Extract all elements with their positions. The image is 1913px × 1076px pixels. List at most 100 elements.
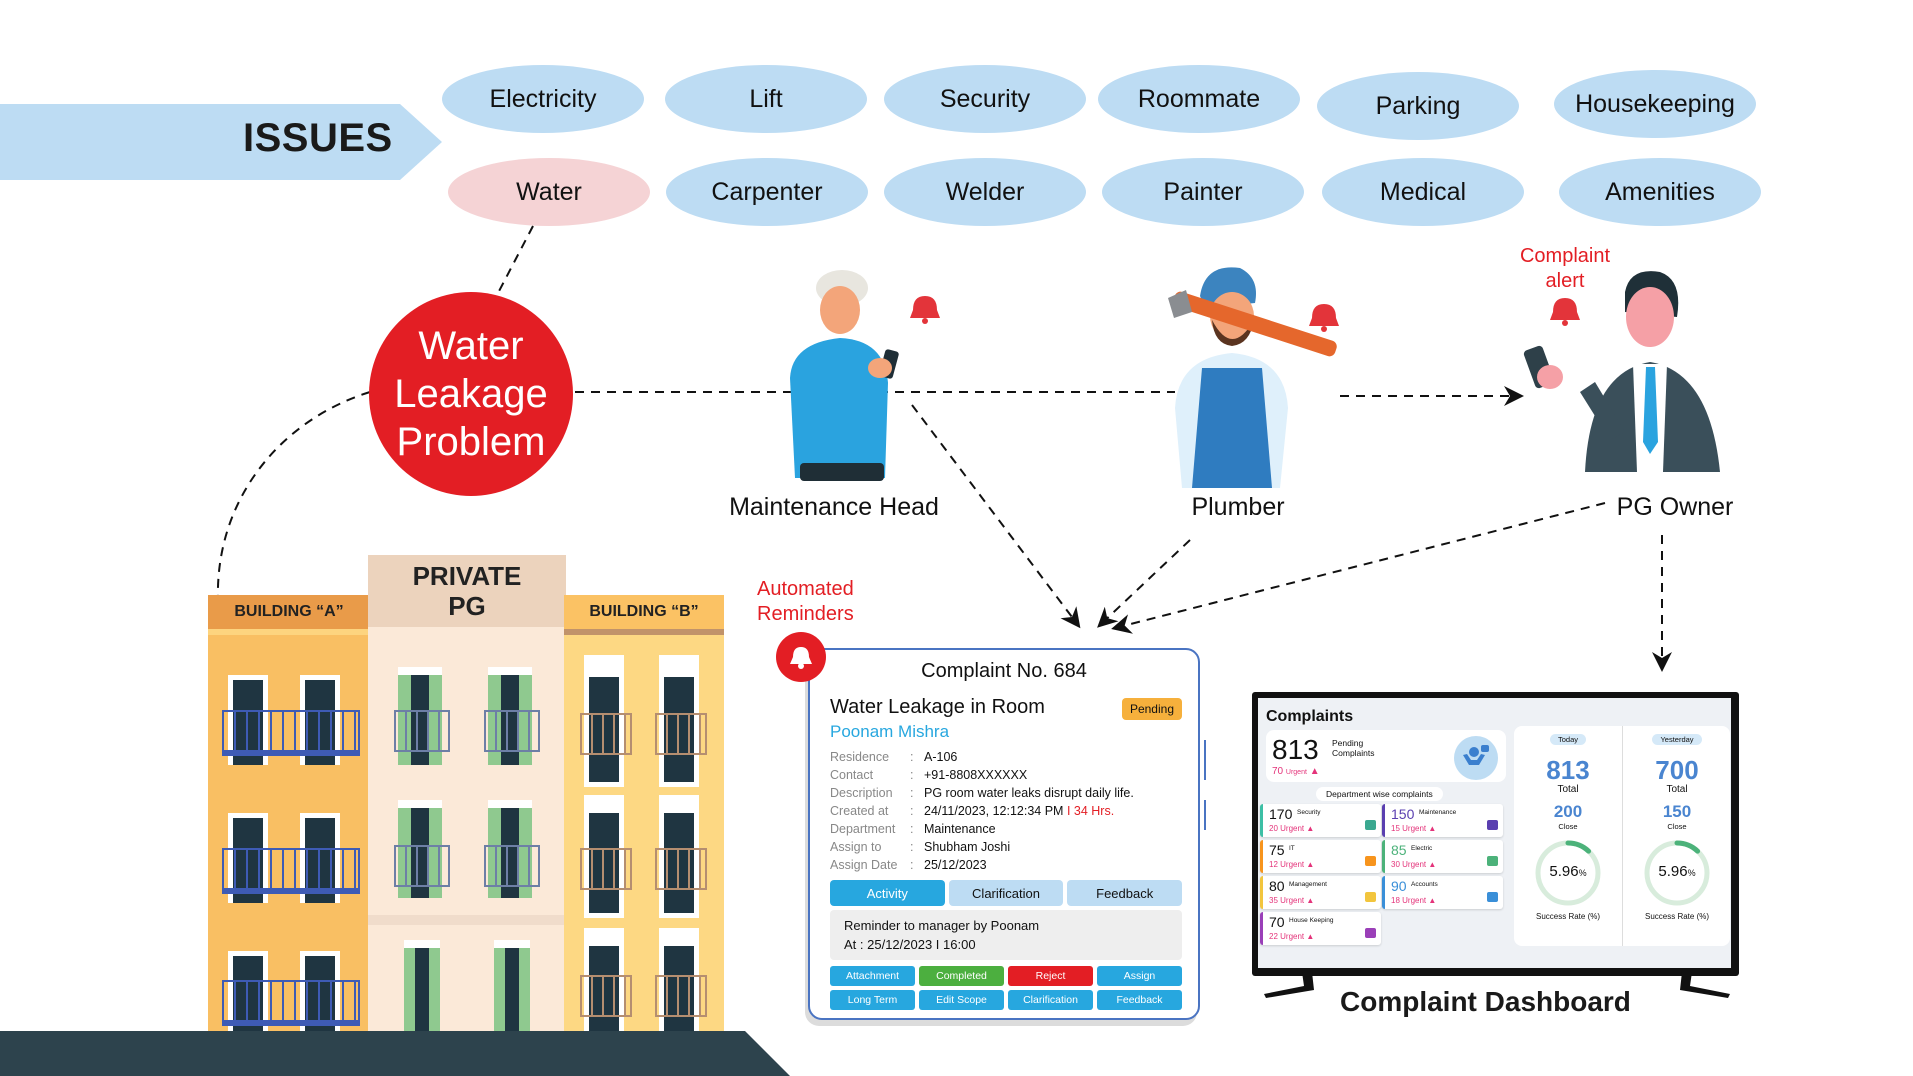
- building-a-header: BUILDING “A”: [208, 595, 370, 629]
- issue-roommate[interactable]: Roommate: [1098, 65, 1300, 133]
- issue-water[interactable]: Water: [448, 158, 650, 226]
- role-maintenance-head: Maintenance Head: [729, 493, 939, 521]
- balcony: [655, 848, 707, 890]
- attachment-button[interactable]: Attachment: [830, 966, 915, 986]
- card-scrollbar[interactable]: [1204, 740, 1206, 780]
- close-count: 150: [1662, 802, 1692, 821]
- reject-button[interactable]: Reject: [1008, 966, 1093, 986]
- complainant-name[interactable]: Poonam Mishra: [830, 722, 950, 741]
- detail-key: Contact: [830, 768, 874, 782]
- detail-sep: :: [910, 822, 914, 836]
- issue-label: Welder: [945, 177, 1025, 206]
- detail-assign-date: Assign Date:25/12/2023: [830, 856, 1134, 874]
- success-rate-label: Success Rate (%): [1535, 912, 1601, 921]
- issue-label: Medical: [1379, 177, 1467, 206]
- building-a: BUILDING “A”: [208, 595, 370, 1036]
- detail-assign-to: Assign to:Shubham Joshi: [830, 838, 1134, 856]
- dashboard-title: Complaints: [1266, 708, 1354, 725]
- urgent-count: 70: [1272, 766, 1284, 777]
- total-count: 700: [1655, 755, 1699, 785]
- detail-description: Description:PG room water leaks disrupt …: [830, 784, 1134, 802]
- issue-label: Housekeeping: [1575, 89, 1735, 118]
- issue-lift[interactable]: Lift: [665, 65, 867, 133]
- dept-name: Management: [1289, 881, 1327, 888]
- issue-label: Electricity: [489, 84, 597, 113]
- gauge-fill: [1535, 840, 1601, 906]
- ground-strip: [0, 1031, 790, 1076]
- assign-button[interactable]: Assign: [1097, 966, 1182, 986]
- dept-count: 170: [1269, 806, 1293, 822]
- issue-electricity[interactable]: Electricity: [442, 65, 644, 133]
- worker-icon: [1487, 820, 1498, 830]
- long-term-button[interactable]: Long Term: [830, 990, 915, 1010]
- detail-sep: :: [910, 786, 914, 800]
- connector-water-to-problem: [496, 225, 534, 296]
- detail-value: 24/11/2023, 12:12:34 PM I 34 Hrs.: [924, 802, 1114, 820]
- issue-welder[interactable]: Welder: [884, 158, 1086, 226]
- dept-urgent: 22 Urgent ▲: [1269, 932, 1315, 941]
- dept-urgent: 35 Urgent ▲: [1269, 896, 1315, 905]
- issue-label: Parking: [1375, 91, 1461, 120]
- close-label: Close: [1667, 822, 1687, 831]
- tab-activity[interactable]: Activity: [830, 880, 945, 906]
- pending-label-line: Complaints: [1332, 748, 1375, 758]
- balcony: [394, 845, 450, 887]
- detail-value: Maintenance: [924, 822, 996, 836]
- connector-owner-to-card: [1111, 502, 1606, 634]
- complaint-subject: Water Leakage in Room: [830, 696, 1045, 718]
- detail-sep: :: [910, 768, 914, 782]
- tab-feedback[interactable]: Feedback: [1067, 880, 1183, 906]
- rate-number: 5.96: [1658, 863, 1688, 880]
- building-b-header: BUILDING “B”: [564, 595, 724, 629]
- issues-title: ISSUES: [243, 116, 393, 160]
- success-rate-gauge: 5.96%: [1641, 837, 1713, 909]
- detail-residence: Residence:A-106: [830, 748, 1134, 766]
- detail-sep: :: [910, 840, 914, 854]
- issue-label: Water: [516, 177, 582, 206]
- window: [404, 940, 440, 1039]
- tab-clarification[interactable]: Clarification: [948, 880, 1064, 906]
- close-label: Close: [1558, 822, 1578, 831]
- automated-line: Automated: [757, 578, 854, 600]
- edit-scope-button[interactable]: Edit Scope: [919, 990, 1004, 1010]
- issue-security[interactable]: Security: [884, 65, 1086, 133]
- issue-parking[interactable]: Parking: [1317, 72, 1519, 140]
- detail-value: +91-8808XXXXXX: [924, 768, 1028, 782]
- connector-plumber-to-card: [1097, 539, 1191, 628]
- issue-medical[interactable]: Medical: [1322, 158, 1524, 226]
- balcony: [580, 713, 632, 755]
- issue-label: Lift: [749, 84, 783, 113]
- issue-carpenter[interactable]: Carpenter: [666, 158, 868, 226]
- issue-housekeeping[interactable]: Housekeeping: [1554, 70, 1756, 138]
- team-icon: [1365, 892, 1376, 902]
- building-private-pg: PRIVATE PG: [368, 555, 566, 1039]
- total-count: 813: [1546, 755, 1590, 785]
- issue-label: Security: [939, 84, 1031, 113]
- bell-icon: [910, 296, 940, 324]
- period-chip[interactable]: Yesterday: [1652, 734, 1702, 745]
- detail-value: Shubham Joshi: [924, 840, 1011, 854]
- issue-painter[interactable]: Painter: [1102, 158, 1304, 226]
- issue-amenities[interactable]: Amenities: [1559, 158, 1761, 226]
- bell-icon: [790, 647, 812, 669]
- total-label: Total: [1666, 784, 1688, 795]
- dept-count: 80: [1269, 878, 1285, 894]
- detail-created-at: Created at:24/11/2023, 12:12:34 PM I 34 …: [830, 802, 1134, 820]
- connector-head-to-card: [911, 404, 1081, 629]
- clarification-button[interactable]: Clarification: [1008, 990, 1093, 1010]
- period-chip[interactable]: Today: [1549, 734, 1586, 745]
- complaint-details: Residence:A-106 Contact: +91-8808XXXXXX D…: [830, 748, 1134, 874]
- completed-button[interactable]: Completed: [919, 966, 1004, 986]
- dept-card-management[interactable]: 80 Management 35 Urgent ▲: [1260, 876, 1381, 909]
- detail-key: Description: [830, 786, 893, 800]
- feedback-button[interactable]: Feedback: [1097, 990, 1182, 1010]
- problem-line: Water: [418, 324, 524, 368]
- complaint-alert-label: Complaint alert: [1510, 244, 1620, 294]
